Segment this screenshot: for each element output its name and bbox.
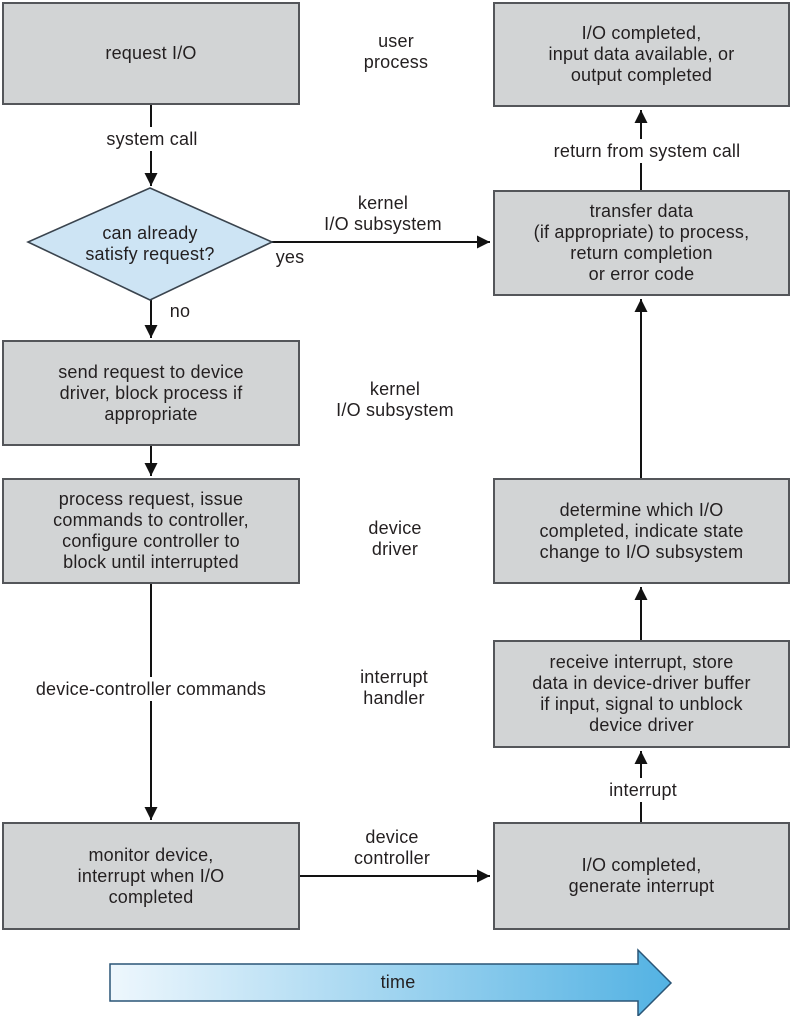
box-monitor-device: monitor device, interrupt when I/O compl… bbox=[2, 822, 300, 930]
lane-label-kernel-io-subsystem-mid: kernel I/O subsystem bbox=[336, 379, 454, 420]
edge-label-yes: yes bbox=[275, 246, 305, 267]
box-io-generate-interrupt: I/O completed, generate interrupt bbox=[493, 822, 790, 930]
edge-label-return-from-system-call: return from system call bbox=[540, 139, 754, 163]
edge-label-system-call: system call bbox=[93, 127, 211, 151]
lane-label-user-process: user process bbox=[363, 31, 429, 72]
box-determine-io-completed: determine which I/O completed, indicate … bbox=[493, 478, 790, 584]
box-transfer-data: transfer data (if appropriate) to proces… bbox=[493, 190, 790, 296]
box-receive-interrupt: receive interrupt, store data in device-… bbox=[493, 640, 790, 748]
box-process-request: process request, issue commands to contr… bbox=[2, 478, 300, 584]
box-io-completed-user: I/O completed, input data available, or … bbox=[493, 2, 790, 107]
edge-label-interrupt: interrupt bbox=[597, 778, 689, 802]
lane-label-interrupt-handler: interrupt handler bbox=[360, 667, 428, 708]
edge-label-device-controller-commands: device-controller commands bbox=[14, 677, 288, 701]
time-arrow-label: time bbox=[380, 971, 416, 992]
lane-label-device-driver: device driver bbox=[368, 518, 422, 559]
box-send-request-device-driver: send request to device driver, block pro… bbox=[2, 340, 300, 446]
box-request-io: request I/O bbox=[2, 2, 300, 105]
time-arrow-shape bbox=[109, 948, 673, 1016]
decision-diamond-label: can already satisfy request? bbox=[85, 223, 215, 264]
lane-label-kernel-io-subsystem-top: kernel I/O subsystem bbox=[324, 193, 442, 234]
decision-diamond-shape bbox=[26, 187, 274, 301]
lane-label-device-controller: device controller bbox=[353, 827, 431, 868]
edge-label-no: no bbox=[169, 300, 191, 321]
